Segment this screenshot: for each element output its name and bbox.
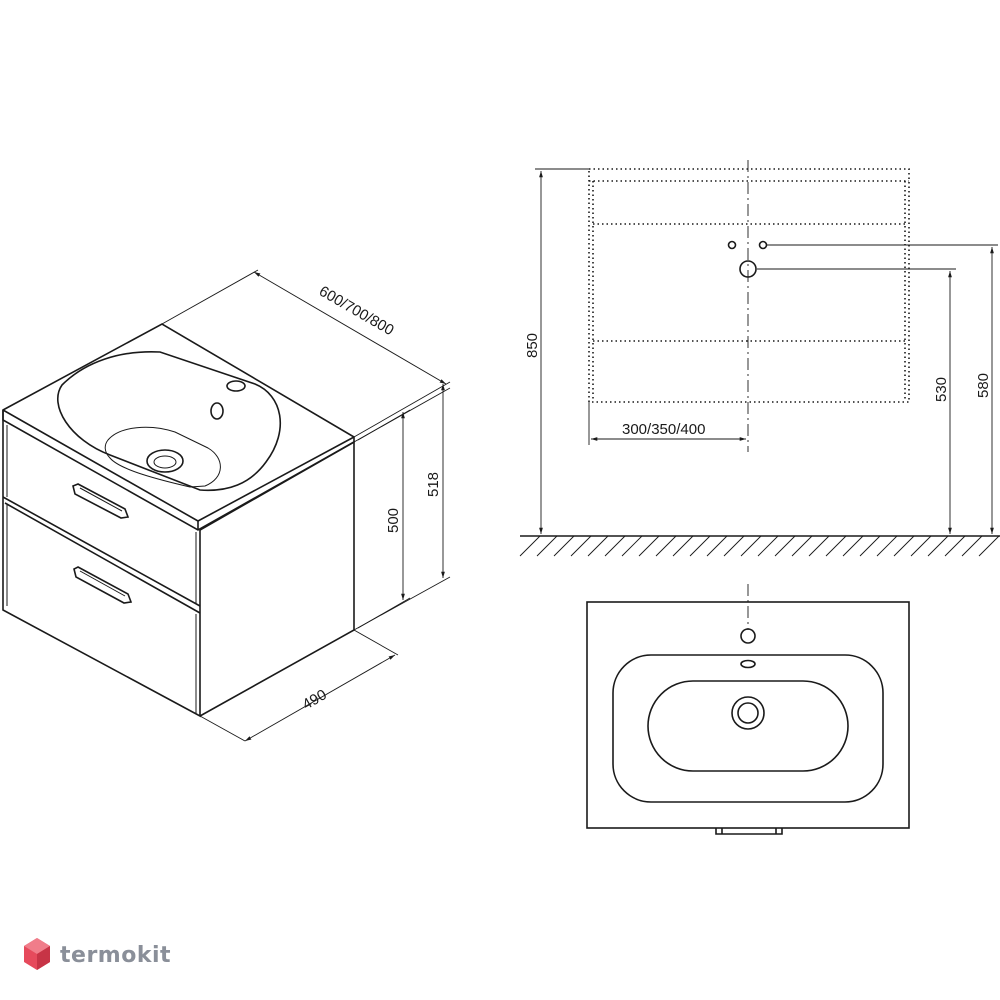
dim-height-500-label: 500 <box>385 508 402 533</box>
drawer-handle-top <box>72 483 130 519</box>
basin-bowl-outer <box>57 350 281 492</box>
dim-height-518-label: 518 <box>425 472 442 497</box>
drain-top-outer <box>731 696 765 730</box>
basin-top-outline <box>586 601 910 829</box>
overflow-hole <box>226 380 246 392</box>
drain-outer <box>146 449 184 473</box>
basin-bowl-inner <box>104 426 221 488</box>
tap-hole-top <box>740 628 756 644</box>
waste-outlet <box>739 260 757 278</box>
handle-top-view <box>715 828 783 835</box>
basin-inner-outline <box>647 680 849 772</box>
dim-width-label: 600/700/800 <box>316 283 397 339</box>
basin-bowl-outline <box>612 654 884 803</box>
termokit-logo: termokit <box>24 938 171 970</box>
dim-depth-label: 490 <box>300 686 330 713</box>
dim-530-label: 530 <box>933 377 950 402</box>
isometric-view: 600/700/800 518 500 490 <box>2 269 451 742</box>
front-elevation: 850 580 530 300/350/400 <box>519 160 1000 557</box>
drain-inner <box>153 455 177 469</box>
cabinet-front <box>2 420 201 718</box>
basin-top-slab <box>2 323 355 531</box>
drawer-split <box>2 496 201 614</box>
dim-580-label: 580 <box>975 373 992 398</box>
tap-hole <box>210 402 224 420</box>
water-inlet-right <box>758 240 768 250</box>
cabinet-outline-dotted <box>588 168 910 403</box>
watermark-brand: termokit <box>60 943 171 968</box>
overflow-top <box>740 659 756 669</box>
dim-850-label: 850 <box>524 333 541 358</box>
dim-siphon-offset-label: 300/350/400 <box>622 421 705 438</box>
drain-top-inner <box>737 702 759 724</box>
cabinet-side <box>199 440 355 717</box>
floor-hatching <box>519 535 1000 557</box>
top-view <box>586 584 910 835</box>
water-inlet-left <box>727 240 737 250</box>
drawer-handle-bottom <box>73 566 133 604</box>
